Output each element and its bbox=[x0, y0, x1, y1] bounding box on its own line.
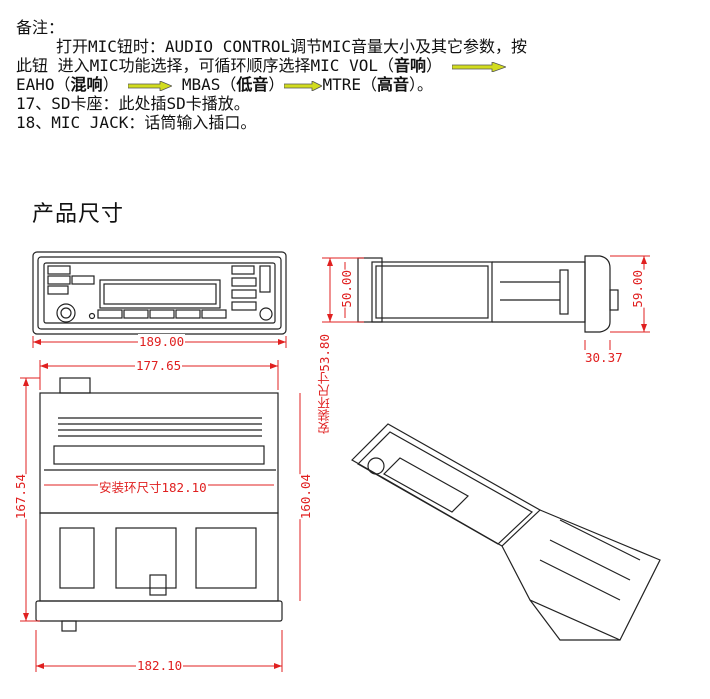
dim-ring-width: 安装环尺寸182.10 bbox=[98, 477, 208, 496]
dim-bottom-width: 182.10 bbox=[136, 658, 184, 673]
notes-line-3: EAHO（混响） MBAS（低音）MTRE（高音）。 bbox=[16, 75, 434, 94]
section-title: 产品尺寸 bbox=[32, 202, 125, 227]
right-arrow-icon bbox=[128, 80, 173, 91]
notes-line-2: 此钮 进入MIC功能选择，可循环顺序选择MIC VOL（音响） bbox=[16, 56, 696, 75]
top-view-drawing bbox=[35, 377, 283, 632]
dim-front-width: 189.00 bbox=[138, 334, 186, 349]
right-arrow-icon bbox=[451, 61, 506, 72]
dim-ring-height: 安装环尺寸53.80 bbox=[314, 334, 335, 435]
front-view-drawing bbox=[32, 251, 287, 335]
notes-line-5: 18、MIC JACK：话筒输入插口。 bbox=[16, 113, 257, 132]
notes-line-4: 17、SD卡座：此处插SD卡播放。 bbox=[16, 94, 250, 113]
isometric-view-drawing bbox=[351, 423, 661, 641]
notes-block: 备注： 打开MIC钮时：AUDIO CONTROL调节MIC音量大小及其它参数，… bbox=[16, 18, 696, 132]
right-arrow-icon bbox=[284, 80, 323, 91]
dim-side-front-depth: 30.37 bbox=[584, 350, 624, 365]
notes-heading: 备注： bbox=[16, 18, 65, 37]
notes-line-1: 打开MIC钮时：AUDIO CONTROL调节MIC音量大小及其它参数，按 bbox=[56, 37, 528, 56]
dim-top-depth-inner: 160.04 bbox=[297, 474, 314, 520]
dim-top-depth: 167.54 bbox=[12, 474, 29, 520]
side-view-drawing bbox=[357, 255, 619, 333]
dim-side-height-body: 50.00 bbox=[338, 270, 355, 308]
dim-top-width: 177.65 bbox=[135, 358, 183, 373]
dim-side-height-front: 59.00 bbox=[629, 270, 646, 308]
